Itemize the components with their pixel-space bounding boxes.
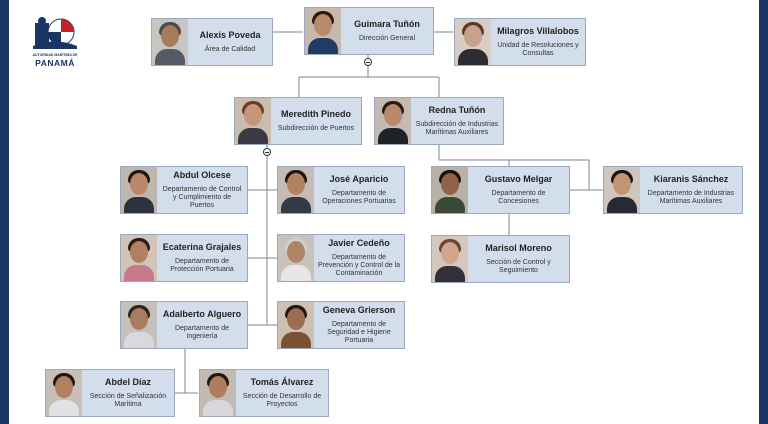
avatar — [432, 167, 468, 213]
node-name: José Aparicio — [330, 174, 389, 185]
avatar — [200, 370, 236, 416]
node-title: Departamento de Industrias Marítimas Aux… — [643, 190, 739, 206]
node-title: Departamento de Control y Cumplimiento d… — [160, 186, 244, 210]
node-name: Meredith Pinedo — [281, 109, 351, 120]
node-name: Kiaranis Sánchez — [654, 174, 729, 185]
logo-title: PANAMÁ — [31, 58, 79, 68]
node-title: Departamento de Seguridad e Higiene Port… — [317, 321, 401, 345]
node-title: Departamento de Ingeniería — [160, 325, 244, 341]
avatar — [278, 167, 314, 213]
node-name: Marisol Moreno — [485, 243, 552, 254]
node-title: Sección de Control y Seguimiento — [471, 259, 566, 275]
node-name: Ecaterina Grajales — [163, 242, 242, 253]
avatar — [305, 8, 341, 54]
node-name: Guimara Tuñón — [354, 19, 420, 30]
avatar — [432, 236, 468, 282]
node-name: Abdul Olcese — [173, 170, 231, 181]
logo-subtitle: AUTORIDAD MARÍTIMA DE — [31, 53, 79, 57]
avatar — [235, 98, 271, 144]
node-title: Departamento de Protección Portuaria — [160, 258, 244, 274]
node-title: Unidad de Resoluciones y Consultas — [494, 42, 582, 58]
node-title: Departamento de Operaciones Portuarias — [317, 190, 401, 206]
avatar — [278, 235, 314, 281]
node-title: Área de Calidad — [205, 46, 255, 54]
node-name: Milagros Villalobos — [497, 26, 579, 37]
node-name: Geneva Grierson — [323, 305, 396, 316]
node-name: Abdel Díaz — [105, 377, 151, 388]
seal-icon — [31, 13, 79, 53]
avatar — [121, 235, 157, 281]
avatar — [152, 19, 188, 65]
node-name: Javier Cedeño — [328, 238, 390, 249]
avatar — [375, 98, 411, 144]
node-title: Departamento de Prevención y Control de … — [317, 254, 401, 278]
ampanama-logo: AUTORIDAD MARÍTIMA DE PANAMÁ — [31, 13, 79, 67]
node-name: Alexis Poveda — [199, 30, 260, 41]
org-chart: AUTORIDAD MARÍTIMA DE PANAMÁ Guimara Tuñ… — [9, 0, 759, 424]
avatar — [604, 167, 640, 213]
avatar — [455, 19, 491, 65]
node-name: Gustavo Melgar — [485, 174, 553, 185]
node-title: Departamento de Concesiones — [471, 190, 566, 206]
node-name: Redna Tuñón — [429, 105, 486, 116]
avatar — [121, 302, 157, 348]
avatar — [121, 167, 157, 213]
node-name: Adalberto Alguero — [163, 309, 241, 320]
collapse-toggle-meredith[interactable] — [263, 148, 271, 156]
node-title: Dirección General — [359, 35, 415, 43]
node-title: Subdirección de Puertos — [278, 125, 354, 133]
avatar — [278, 302, 314, 348]
node-title: Sección de Desarrollo de Proyectos — [239, 393, 325, 409]
avatar — [46, 370, 82, 416]
node-title: Subdirección de Industrias Marítimas Aux… — [414, 121, 500, 137]
collapse-toggle-guimara[interactable] — [364, 58, 372, 66]
node-name: Tomás Álvarez — [251, 377, 314, 388]
node-title: Sección de Señalización Marítima — [85, 393, 171, 409]
